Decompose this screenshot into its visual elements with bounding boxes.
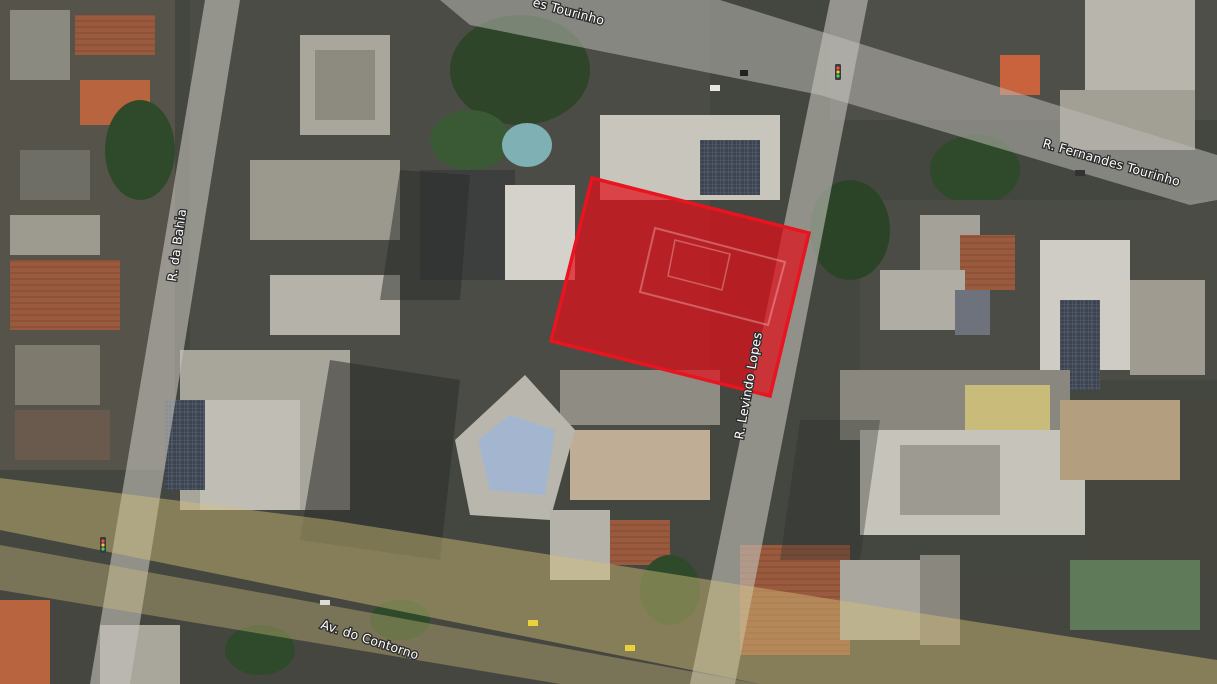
highlighted-area[interactable] xyxy=(548,175,812,399)
parcel-building-outline xyxy=(638,226,787,327)
traffic-light-icon xyxy=(100,537,106,553)
traffic-light-icon xyxy=(835,64,841,80)
